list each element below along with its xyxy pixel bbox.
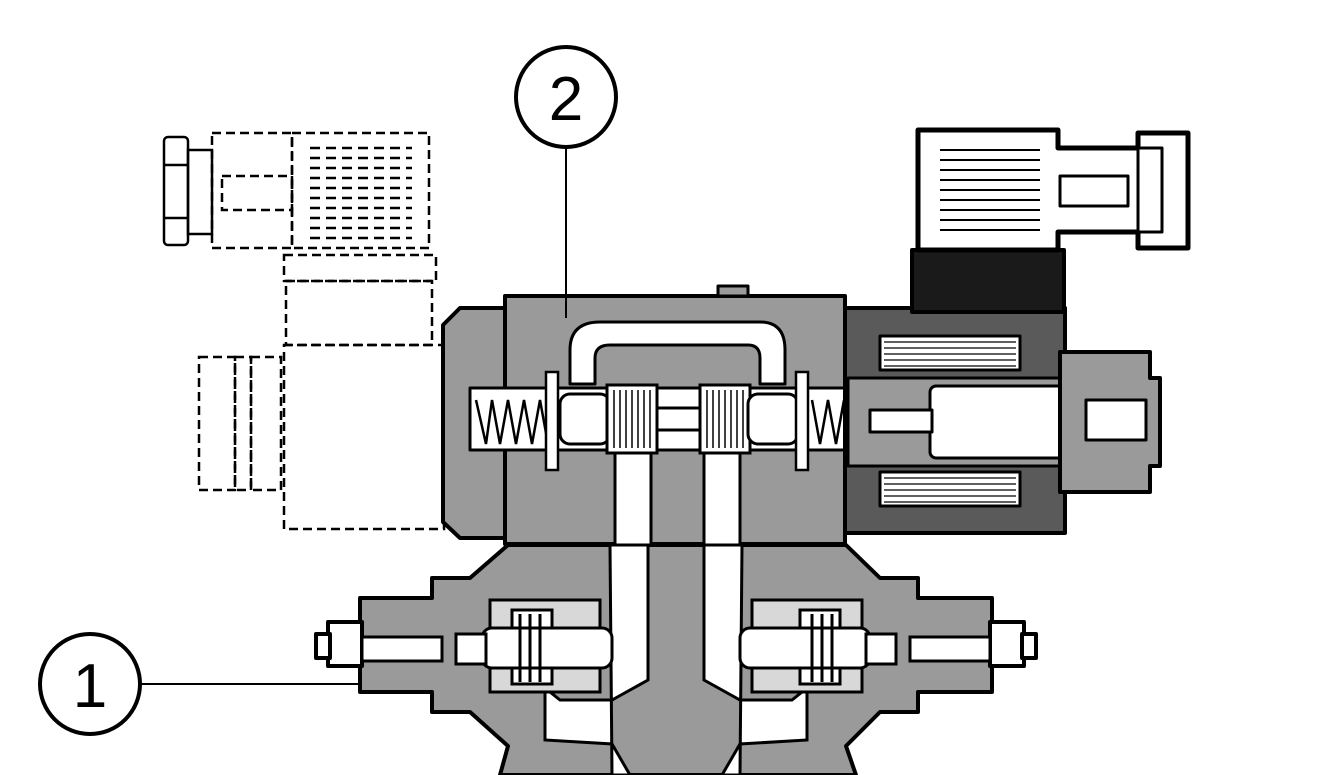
right-cartridge-assembly bbox=[738, 598, 898, 694]
alternate-coil-lines bbox=[310, 146, 412, 240]
coil-winding-hatching bbox=[884, 341, 1016, 503]
callout-2-label: 2 bbox=[549, 65, 583, 134]
left-cartridge-assembly bbox=[454, 598, 614, 694]
callout-1: 1 bbox=[38, 632, 360, 736]
callout-2: 2 bbox=[514, 45, 618, 318]
alternate-solenoid-outline bbox=[197, 131, 446, 531]
alternate-plug-nut bbox=[162, 135, 214, 247]
plug-grille bbox=[940, 149, 1040, 231]
callout-1-label: 1 bbox=[73, 652, 107, 721]
left-spring bbox=[474, 370, 560, 472]
spool-land-hatching bbox=[613, 390, 744, 448]
